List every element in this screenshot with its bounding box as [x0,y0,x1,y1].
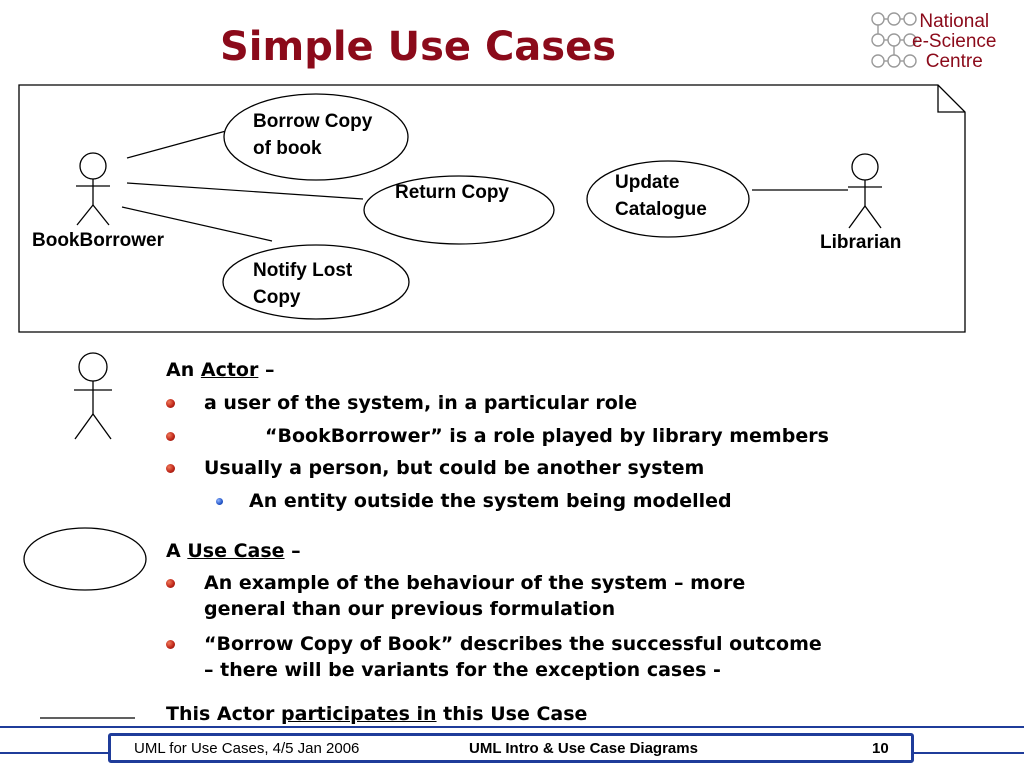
actor-bullet-3: Usually a person, but could be another s… [204,457,705,479]
legend-use-case-ellipse [23,527,147,591]
association-text: This Actor participates in this Use Case [166,703,588,725]
footer-bar [108,733,914,763]
logo-line-1: National [919,11,990,32]
use-case-bullet-2: “Borrow Copy of Book” describes the succ… [204,633,822,681]
association-term: participates in [281,703,437,725]
use-case-term: Use Case [187,540,285,562]
diagram-frame-fold [937,85,965,113]
use-case-heading: A Use Case – [166,540,301,562]
use-case-return-label: Return Copy [395,182,509,203]
association-return [126,182,364,200]
sub-bullet-icon [216,498,223,505]
use-case-borrow-label: Borrow Copy of book [253,111,373,159]
actor-bookborrower-label: BookBorrower [32,230,164,251]
actor-sub-bullet: An entity outside the system being model… [249,490,732,512]
footer-left-text: UML for Use Cases, 4/5 Jan 2006 [134,740,360,757]
actor-bullet-1: a user of the system, in a particular ro… [204,392,638,414]
use-case-update-ellipse [586,160,750,238]
actor-heading: An Actor – [166,359,275,381]
actor-librarian-label: Librarian [820,232,902,253]
use-case-return-ellipse [363,175,555,245]
actor-bullet-2: “BookBorrower” is a role played by libra… [265,425,829,447]
use-case-borrow-ellipse [223,93,409,181]
slide-title: Simple Use Cases [220,24,617,70]
actor-term: Actor [200,359,259,381]
bullet-icon [166,464,175,473]
footer-rule-top [0,726,1024,728]
actor-bookborrower-icon [76,152,110,226]
legend-actor-icon [74,352,112,440]
bullet-icon [166,432,175,441]
nesc-logo-icon [871,12,917,68]
page-number: 10 [872,740,889,757]
actor-librarian-icon [848,153,882,229]
associations [121,130,848,242]
use-case-notify-label: Notify Lost Copy [253,260,353,308]
logo-line-2: e-Science [912,31,997,52]
bullet-icon [166,399,175,408]
association-notify [121,206,273,242]
use-case-notify-ellipse [222,244,410,320]
logo-line-3: Centre [925,51,983,72]
bullet-icon [166,579,175,588]
footer-center-text: UML Intro & Use Case Diagrams [469,740,698,757]
association-borrow [126,130,227,159]
use-case-bullet-1: An example of the behaviour of the syste… [204,572,746,620]
nesc-logo-text: National e-Science Centre [912,12,997,72]
bullet-icon [166,640,175,649]
use-case-update-label: Update Catalogue [615,172,707,220]
